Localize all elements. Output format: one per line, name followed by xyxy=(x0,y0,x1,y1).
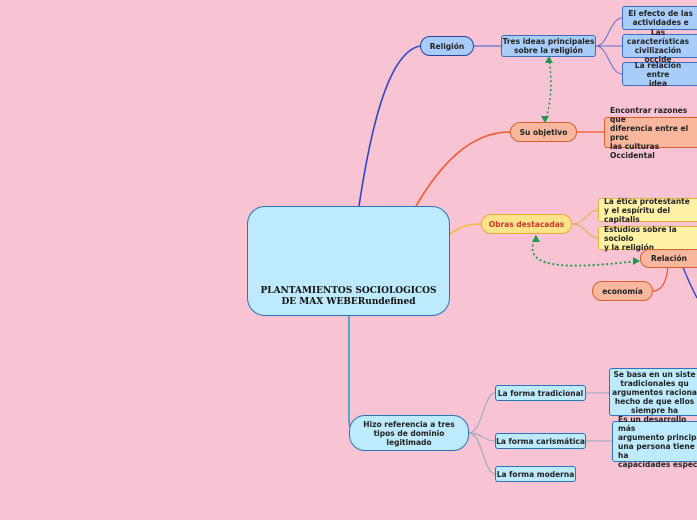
branch-religion xyxy=(358,45,421,207)
dominio-node[interactable]: Hizo referencia a tres tipos de dominio … xyxy=(349,415,469,451)
idea-item-3[interactable]: La relación entre idea xyxy=(622,61,697,88)
relacion-node[interactable]: Relación xyxy=(640,249,697,268)
branch-dominio xyxy=(348,316,359,434)
arrowhead-right xyxy=(633,257,640,265)
link-relacion-economia xyxy=(652,266,669,292)
forma-carismatica[interactable]: La forma carismática xyxy=(495,433,586,449)
arrowhead-obras xyxy=(532,235,540,242)
religion-node[interactable]: Religión xyxy=(420,36,474,56)
branch-obras xyxy=(449,223,482,235)
arrowhead-up xyxy=(545,56,553,63)
economia-node[interactable]: economía xyxy=(592,281,653,301)
obra-item-2[interactable]: Estudios sobre la sociolo y la religión xyxy=(598,225,697,252)
objetivo-node[interactable]: Su objetivo xyxy=(510,122,577,142)
link-dominio-1 xyxy=(468,392,496,434)
forma-moderna[interactable]: La forma moderna xyxy=(495,466,576,482)
link-ideas-3 xyxy=(595,45,623,75)
link-relacion-out xyxy=(682,266,697,299)
link-obras-2 xyxy=(571,223,599,239)
dotted-link-objetivo-ideas xyxy=(544,57,552,123)
root-topic[interactable]: PLANTAMIENTOS SOCIOLOGICOS DE MAX WEBERu… xyxy=(247,206,450,316)
obras-node[interactable]: Obras destacadas xyxy=(481,214,572,234)
link-ideas-1 xyxy=(595,17,623,47)
branch-objetivo xyxy=(415,131,511,207)
idea-item-2[interactable]: Las características civilización occide xyxy=(622,28,697,64)
forma-carismatica-detail[interactable]: Es un desarrollo más argumento principal… xyxy=(612,415,697,469)
forma-tradicional[interactable]: La forma tradicional xyxy=(495,385,586,401)
forma-tradicional-detail[interactable]: Se basa en un siste tradicionales qu arg… xyxy=(609,368,697,416)
ideas-node[interactable]: Tres ideas principales sobre la religión xyxy=(501,35,596,57)
arrowhead-down xyxy=(541,116,549,123)
link-obras-1 xyxy=(571,209,599,225)
idea-item-1[interactable]: El efecto de las actividades e xyxy=(622,6,697,30)
obra-item-1[interactable]: La ética protestante y el espíritu del c… xyxy=(598,197,697,224)
objetivo-text[interactable]: Encontrar razones que diferencia entre e… xyxy=(604,106,697,160)
dotted-link-obras-relacion xyxy=(531,235,639,267)
link-dominio-3 xyxy=(468,432,496,475)
